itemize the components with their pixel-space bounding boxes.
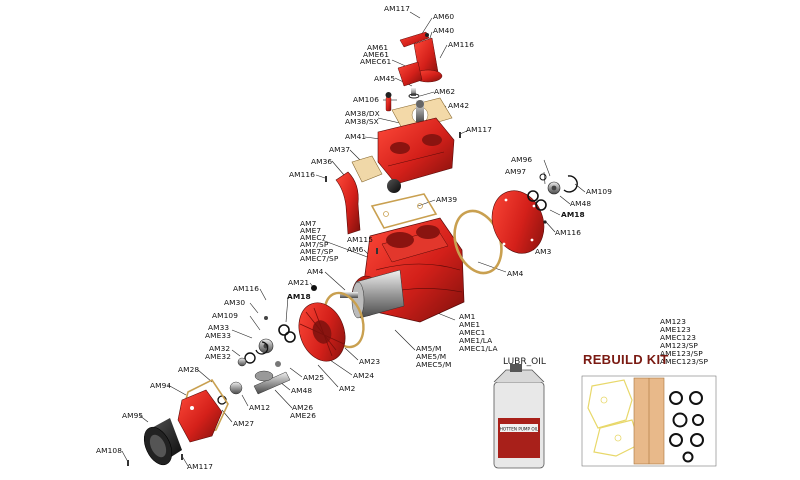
label-am37: AM37: [329, 145, 351, 154]
label-ame33: AME33: [205, 331, 232, 340]
label-am61: AM61: [367, 43, 389, 52]
label-am38dx: AM38/DX: [345, 109, 380, 118]
label-amec1: AMEC1: [459, 328, 486, 337]
label-am42: AM42: [448, 101, 470, 110]
am42-gasket: [391, 97, 453, 133]
label-am32: AM32: [209, 344, 231, 353]
label-am48-right: AM48: [570, 199, 592, 208]
lubr-oil-label: LUBR_OIL: [503, 357, 546, 367]
label-ame7: AME7: [300, 226, 322, 235]
label-am12: AM12: [249, 403, 271, 412]
label-amec5m: AMEC5/M: [416, 360, 452, 369]
label-am21: AM21: [288, 278, 310, 287]
screws: [127, 132, 461, 466]
label-am36: AM36: [311, 157, 333, 166]
label-amec61: AMEC61: [360, 57, 392, 66]
am41-manifold: [377, 117, 455, 185]
cap-assembly: [397, 31, 443, 99]
label-amec123: AMEC123: [660, 333, 697, 342]
label-am116-mid: AM116: [233, 284, 260, 293]
label-ame26: AME26: [290, 411, 317, 420]
bottle-label-text: HOTTEN PUMP OIL: [500, 427, 539, 432]
label-am109-left: AM109: [212, 311, 239, 320]
label-am108: AM108: [96, 446, 123, 455]
am95-sleeve: [143, 418, 182, 466]
label-amec1la: AMEC1/LA: [459, 344, 498, 353]
right-small-parts: [527, 173, 578, 224]
label-ame5m: AME5/M: [416, 352, 447, 361]
label-am41: AM41: [345, 132, 367, 141]
label-am2: AM2: [339, 384, 356, 393]
label-am26: AM26: [292, 403, 314, 412]
label-am94: AM94: [150, 381, 172, 390]
label-am27: AM27: [233, 419, 255, 428]
label-am116-right: AM116: [555, 228, 582, 237]
label-ame1: AME1: [459, 320, 481, 329]
rebuild-kit-box: [581, 375, 717, 467]
label-am123: AM123: [660, 317, 687, 326]
label-am28: AM28: [178, 365, 200, 374]
label-am115: AM115: [347, 235, 374, 244]
label-ame61: AME61: [363, 50, 390, 59]
label-amec123sp: AMEC123/SP: [660, 357, 709, 366]
label-am123sp: AM123/SP: [660, 341, 698, 350]
label-amec7sp: AMEC7/SP: [300, 254, 339, 263]
label-am25: AM25: [303, 373, 325, 382]
label-am109-right: AM109: [586, 187, 613, 196]
am94-cover: [177, 389, 223, 443]
oil-bottle: [493, 364, 545, 469]
left-small-parts: [237, 285, 317, 367]
rebuild-kit-title: REBUILD KIT: [583, 352, 669, 367]
label-amec7: AMEC7: [300, 233, 327, 242]
label-am60: AM60: [433, 12, 455, 21]
label-am38sx: AM38/SX: [345, 117, 379, 126]
label-ame1la: AME1/LA: [459, 336, 493, 345]
label-am23: AM23: [359, 357, 381, 366]
label-ame123sp: AME123/SP: [660, 349, 703, 358]
label-am116-top: AM116: [448, 40, 475, 49]
label-am3: AM3: [535, 247, 552, 256]
label-am97: AM97: [505, 167, 527, 176]
label-am6: AM6: [347, 245, 364, 254]
label-am117-top: AM117: [384, 4, 411, 13]
am2-cover: [298, 302, 346, 362]
label-am45: AM45: [374, 74, 396, 83]
label-am33: AM33: [208, 323, 230, 332]
label-am95: AM95: [122, 411, 144, 420]
am106-valve: [385, 92, 392, 112]
label-am30: AM30: [224, 298, 246, 307]
label-ame123: AME123: [660, 325, 691, 334]
label-am18-left: AM18: [287, 292, 311, 301]
am37-gasket: [351, 155, 383, 183]
am5-shaft: [340, 269, 405, 319]
am3-cover: [491, 190, 545, 254]
label-am62: AM62: [434, 87, 456, 96]
label-am18-right: AM18: [561, 210, 585, 219]
am26-shaft: [217, 370, 291, 405]
label-ame32: AME32: [205, 352, 232, 361]
label-am39: AM39: [436, 195, 458, 204]
label-am4-right: AM4: [507, 269, 524, 278]
am36-tube: [335, 171, 361, 235]
am39-gasket: [370, 193, 438, 229]
label-am96: AM96: [511, 155, 533, 164]
label-am7sp: AM7/SP: [300, 240, 329, 249]
label-am106: AM106: [353, 95, 380, 104]
label-am24: AM24: [353, 371, 375, 380]
label-am4-left: AM4: [307, 267, 324, 276]
label-am5m: AM5/M: [416, 344, 442, 353]
label-am117-mid: AM117: [466, 125, 493, 134]
label-am40: AM40: [433, 26, 455, 35]
label-am116-left: AM116: [289, 170, 316, 179]
check-ball: [387, 179, 401, 193]
label-am1: AM1: [459, 312, 476, 321]
label-am48-left: AM48: [291, 386, 313, 395]
label-am7: AM7: [300, 219, 317, 228]
label-am117-bottom: AM117: [187, 462, 214, 471]
label-ame7sp: AME7/SP: [300, 247, 334, 256]
